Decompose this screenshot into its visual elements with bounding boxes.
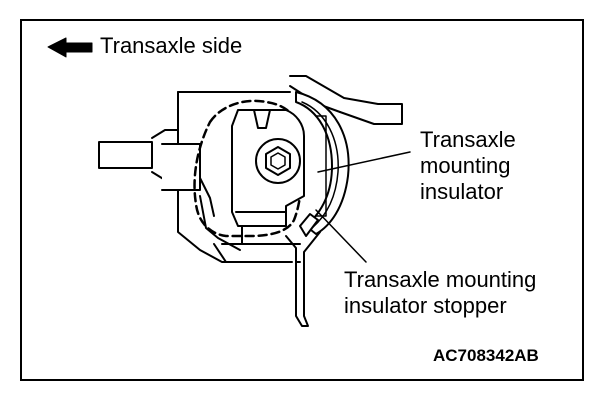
insulator-callout: Transaxle mounting insulator xyxy=(420,127,516,204)
leader-lines xyxy=(315,151,411,263)
stopper-callout: Transaxle mounting insulator stopper xyxy=(344,267,537,318)
stopper-leader-line xyxy=(315,209,367,263)
insulator-leader-line xyxy=(317,151,411,173)
hex-bolt xyxy=(255,138,301,184)
direction-label: Transaxle side xyxy=(100,33,243,58)
hidden-bracket-outline xyxy=(193,99,304,238)
insulator-stopper xyxy=(285,213,321,327)
figure-code: AC708342AB xyxy=(433,346,539,365)
shaft-stub xyxy=(98,129,179,183)
direction-arrow-icon xyxy=(47,37,93,58)
mount-bracket xyxy=(161,91,293,263)
figure-frame xyxy=(20,19,584,381)
